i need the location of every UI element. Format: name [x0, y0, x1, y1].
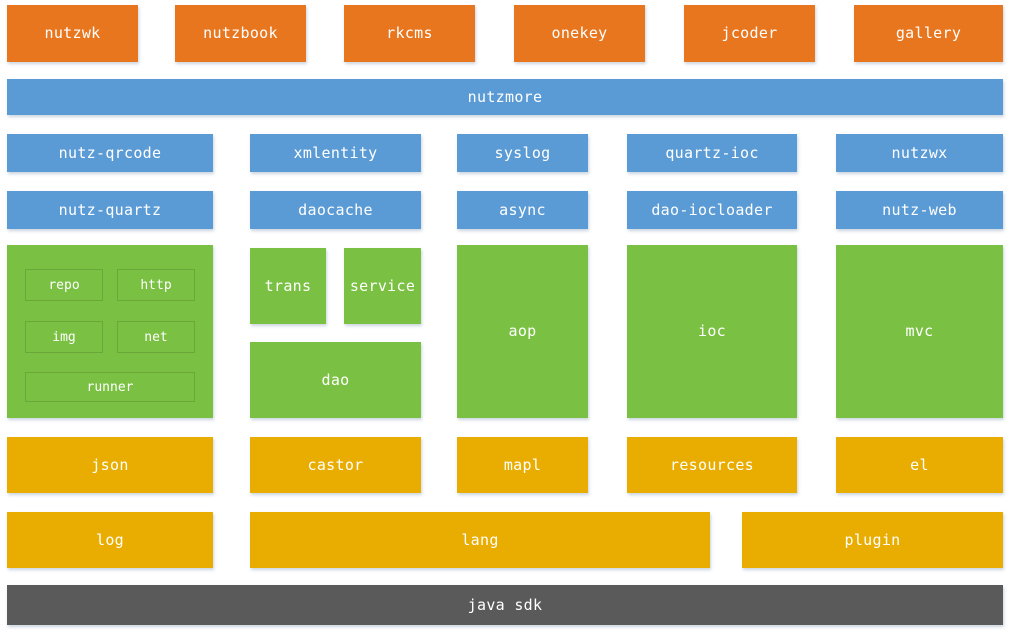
- app-box-jcoder[interactable]: jcoder: [684, 5, 815, 62]
- core-subbox-net[interactable]: net: [117, 321, 195, 353]
- support-box-castor[interactable]: castor: [250, 437, 421, 493]
- module-box-nutzwx[interactable]: nutzwx: [836, 134, 1003, 172]
- core-box-mvc[interactable]: mvc: [836, 245, 1003, 418]
- support-box-resources[interactable]: resources: [627, 437, 797, 493]
- app-box-nutzwk[interactable]: nutzwk: [7, 5, 138, 62]
- app-box-onekey[interactable]: onekey: [514, 5, 645, 62]
- module-box-nutz-qrcode[interactable]: nutz-qrcode: [7, 134, 213, 172]
- core-subbox-img[interactable]: img: [25, 321, 103, 353]
- support-box-log[interactable]: log: [7, 512, 213, 568]
- support-box-lang[interactable]: lang: [250, 512, 710, 568]
- core-box-aop[interactable]: aop: [457, 245, 588, 418]
- core-group-utilities: repo http img net runner: [7, 245, 213, 418]
- core-box-ioc[interactable]: ioc: [627, 245, 797, 418]
- module-box-syslog[interactable]: syslog: [457, 134, 588, 172]
- support-box-json[interactable]: json: [7, 437, 213, 493]
- core-box-trans[interactable]: trans: [250, 248, 326, 324]
- app-box-gallery[interactable]: gallery: [854, 5, 1003, 62]
- core-box-dao[interactable]: dao: [250, 342, 421, 418]
- module-box-quartz-ioc[interactable]: quartz-ioc: [627, 134, 797, 172]
- support-box-plugin[interactable]: plugin: [742, 512, 1003, 568]
- platform-box-java-sdk[interactable]: java sdk: [7, 585, 1003, 625]
- core-subbox-http[interactable]: http: [117, 269, 195, 301]
- support-box-el[interactable]: el: [836, 437, 1003, 493]
- core-box-service[interactable]: service: [344, 248, 421, 324]
- app-box-nutzbook[interactable]: nutzbook: [175, 5, 306, 62]
- core-subbox-repo[interactable]: repo: [25, 269, 103, 301]
- core-subbox-runner[interactable]: runner: [25, 372, 195, 402]
- app-box-rkcms[interactable]: rkcms: [344, 5, 475, 62]
- module-box-async[interactable]: async: [457, 191, 588, 229]
- module-box-dao-iocloader[interactable]: dao-iocloader: [627, 191, 797, 229]
- module-box-daocache[interactable]: daocache: [250, 191, 421, 229]
- module-box-nutz-quartz[interactable]: nutz-quartz: [7, 191, 213, 229]
- support-box-mapl[interactable]: mapl: [457, 437, 588, 493]
- module-box-nutz-web[interactable]: nutz-web: [836, 191, 1003, 229]
- banner-nutzmore[interactable]: nutzmore: [7, 79, 1003, 115]
- module-box-xmlentity[interactable]: xmlentity: [250, 134, 421, 172]
